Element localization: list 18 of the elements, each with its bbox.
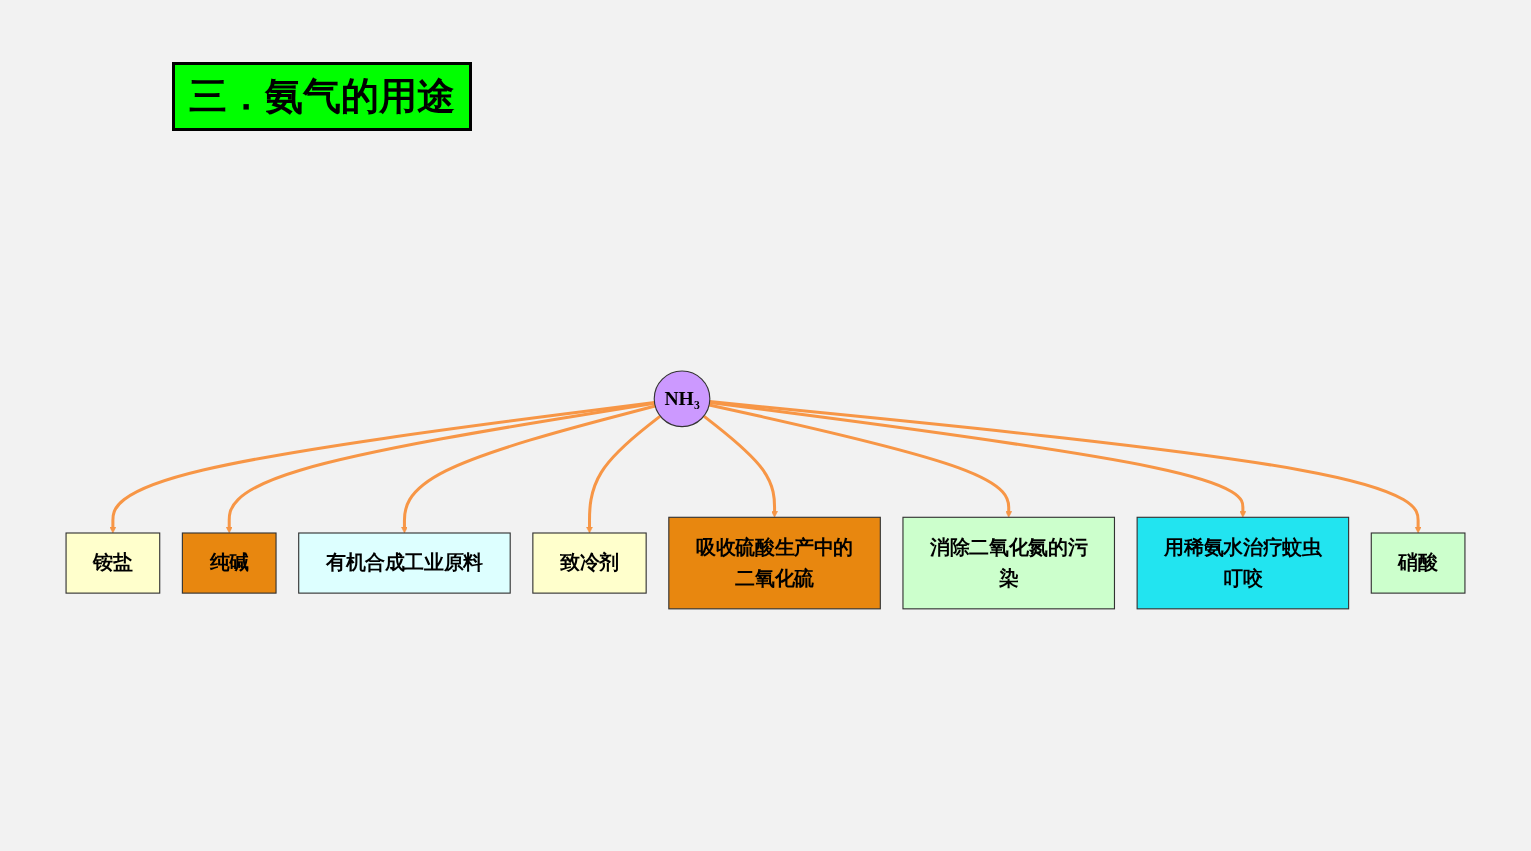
arrow — [401, 404, 656, 534]
arrow — [109, 400, 655, 534]
node-box: 硝酸 — [1370, 532, 1466, 594]
node-box: 用稀氨水治疗蚊虫叮咬 — [1136, 516, 1350, 610]
title: 三．氨气的用途 — [172, 62, 472, 131]
arrow — [709, 400, 1422, 534]
arrow — [225, 401, 655, 534]
node-box: 有机合成工业原料 — [298, 532, 511, 594]
arrow — [708, 403, 1013, 518]
node-box: 吸收硫酸生产中的二氧化硫 — [668, 516, 881, 610]
node-box: 铵盐 — [65, 532, 161, 594]
node-box: 致冷剂 — [532, 532, 647, 594]
node-box: 消除二氧化氮的污染 — [902, 516, 1116, 610]
arrow — [586, 414, 662, 534]
arrow — [709, 401, 1247, 518]
node-box: 纯碱 — [181, 532, 277, 594]
arrow — [702, 414, 778, 518]
node-circle: NH₃ — [653, 370, 711, 428]
